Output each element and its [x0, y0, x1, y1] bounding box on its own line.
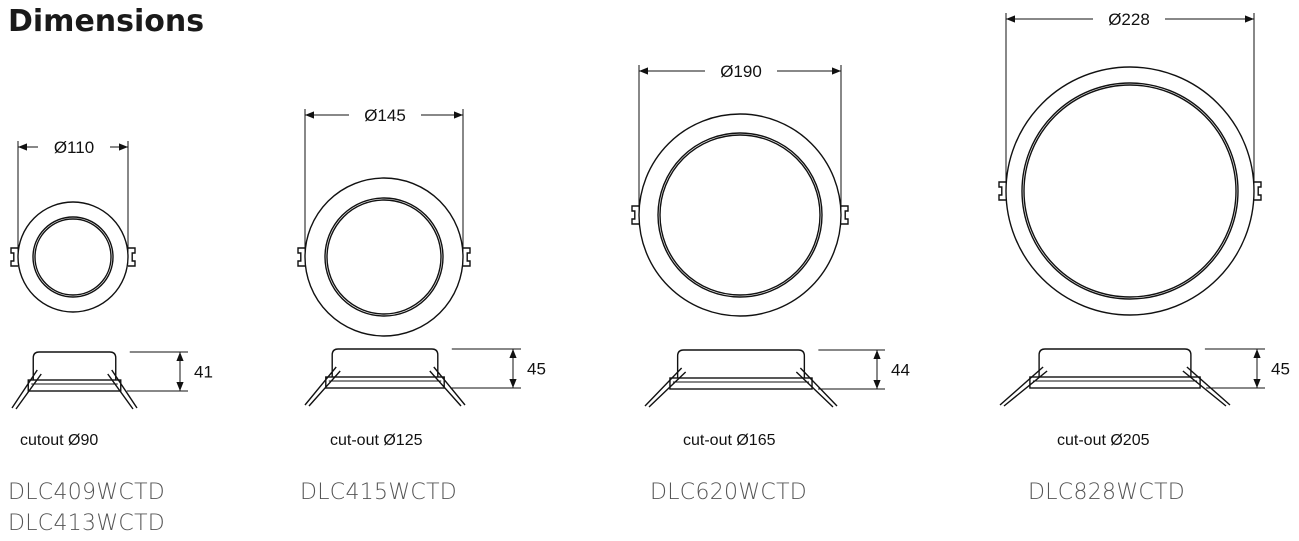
model-numbers: DLC409WCTD DLC413WCTD — [8, 477, 165, 539]
product-3-drawing: Ø190 44 — [631, 62, 910, 408]
outer-rim-circle — [1005, 66, 1255, 316]
housing-body — [676, 349, 806, 378]
inner-rim-circle — [1021, 82, 1239, 300]
product-1-drawing: Ø110 41 — [10, 138, 213, 410]
cutout-label: cut-out Ø165 — [683, 432, 776, 449]
outer-rim-circle — [17, 201, 129, 313]
inner-rim-circle — [657, 132, 823, 298]
diameter-label: Ø110 — [54, 138, 94, 157]
spring-clip-icon — [998, 181, 1006, 201]
model-number: DLC620WCTD — [650, 480, 808, 505]
cutout-label: cut-out Ø205 — [1057, 432, 1150, 449]
flange — [325, 376, 445, 389]
model-number: DLC409WCTD — [8, 480, 166, 505]
spring-clip-icon — [1254, 181, 1262, 201]
height-label: 41 — [194, 363, 213, 382]
inner-rim-circle — [32, 216, 114, 298]
model-number: DLC413WCTD — [8, 511, 166, 536]
diameter-label: Ø145 — [364, 106, 406, 125]
height-label: 45 — [1271, 360, 1290, 379]
cutout-label: cutout Ø90 — [20, 432, 99, 449]
housing-body — [32, 351, 117, 380]
spring-arm-right — [1182, 366, 1231, 407]
inner-rim-circle — [324, 197, 444, 317]
spring-clip-icon — [841, 205, 849, 225]
model-number: DLC415WCTD — [300, 480, 458, 505]
flange — [669, 377, 813, 390]
model-numbers: DLC415WCTD — [300, 477, 457, 508]
spring-clip-icon — [128, 247, 136, 267]
spring-arm-left — [11, 369, 42, 410]
page-title: Dimensions — [8, 4, 205, 39]
cutout-label: cut-out Ø125 — [330, 432, 423, 449]
product-4-drawing: Ø228 45 — [998, 10, 1290, 407]
spring-arm-right — [429, 366, 466, 407]
height-label: 44 — [891, 361, 910, 380]
spring-arm-left — [304, 366, 341, 407]
spring-clip-icon — [297, 247, 305, 267]
lens-circle — [326, 199, 442, 315]
spring-clip-icon — [10, 247, 18, 267]
diameter-label: Ø228 — [1108, 10, 1150, 29]
diameter-label: Ø190 — [720, 62, 762, 81]
model-numbers: DLC828WCTD — [1028, 477, 1185, 508]
spring-arm-left — [999, 366, 1048, 407]
height-label: 45 — [527, 360, 546, 379]
spring-arm-right — [107, 369, 138, 410]
spring-arm-right — [795, 367, 838, 408]
spring-arm-left — [644, 367, 687, 408]
housing-body — [331, 348, 439, 377]
lens-circle — [1023, 84, 1237, 298]
lens-circle — [659, 134, 821, 296]
outer-rim-circle — [638, 113, 842, 317]
model-number: DLC828WCTD — [1028, 480, 1186, 505]
flange — [1029, 376, 1201, 389]
model-numbers: DLC620WCTD — [650, 477, 807, 508]
spring-clip-icon — [463, 247, 471, 267]
outer-rim-circle — [304, 177, 464, 337]
product-2-drawing: Ø145 45 — [297, 106, 546, 407]
lens-circle — [34, 218, 112, 296]
spring-clip-icon — [631, 205, 639, 225]
housing-body — [1038, 348, 1192, 377]
flange — [27, 379, 122, 392]
